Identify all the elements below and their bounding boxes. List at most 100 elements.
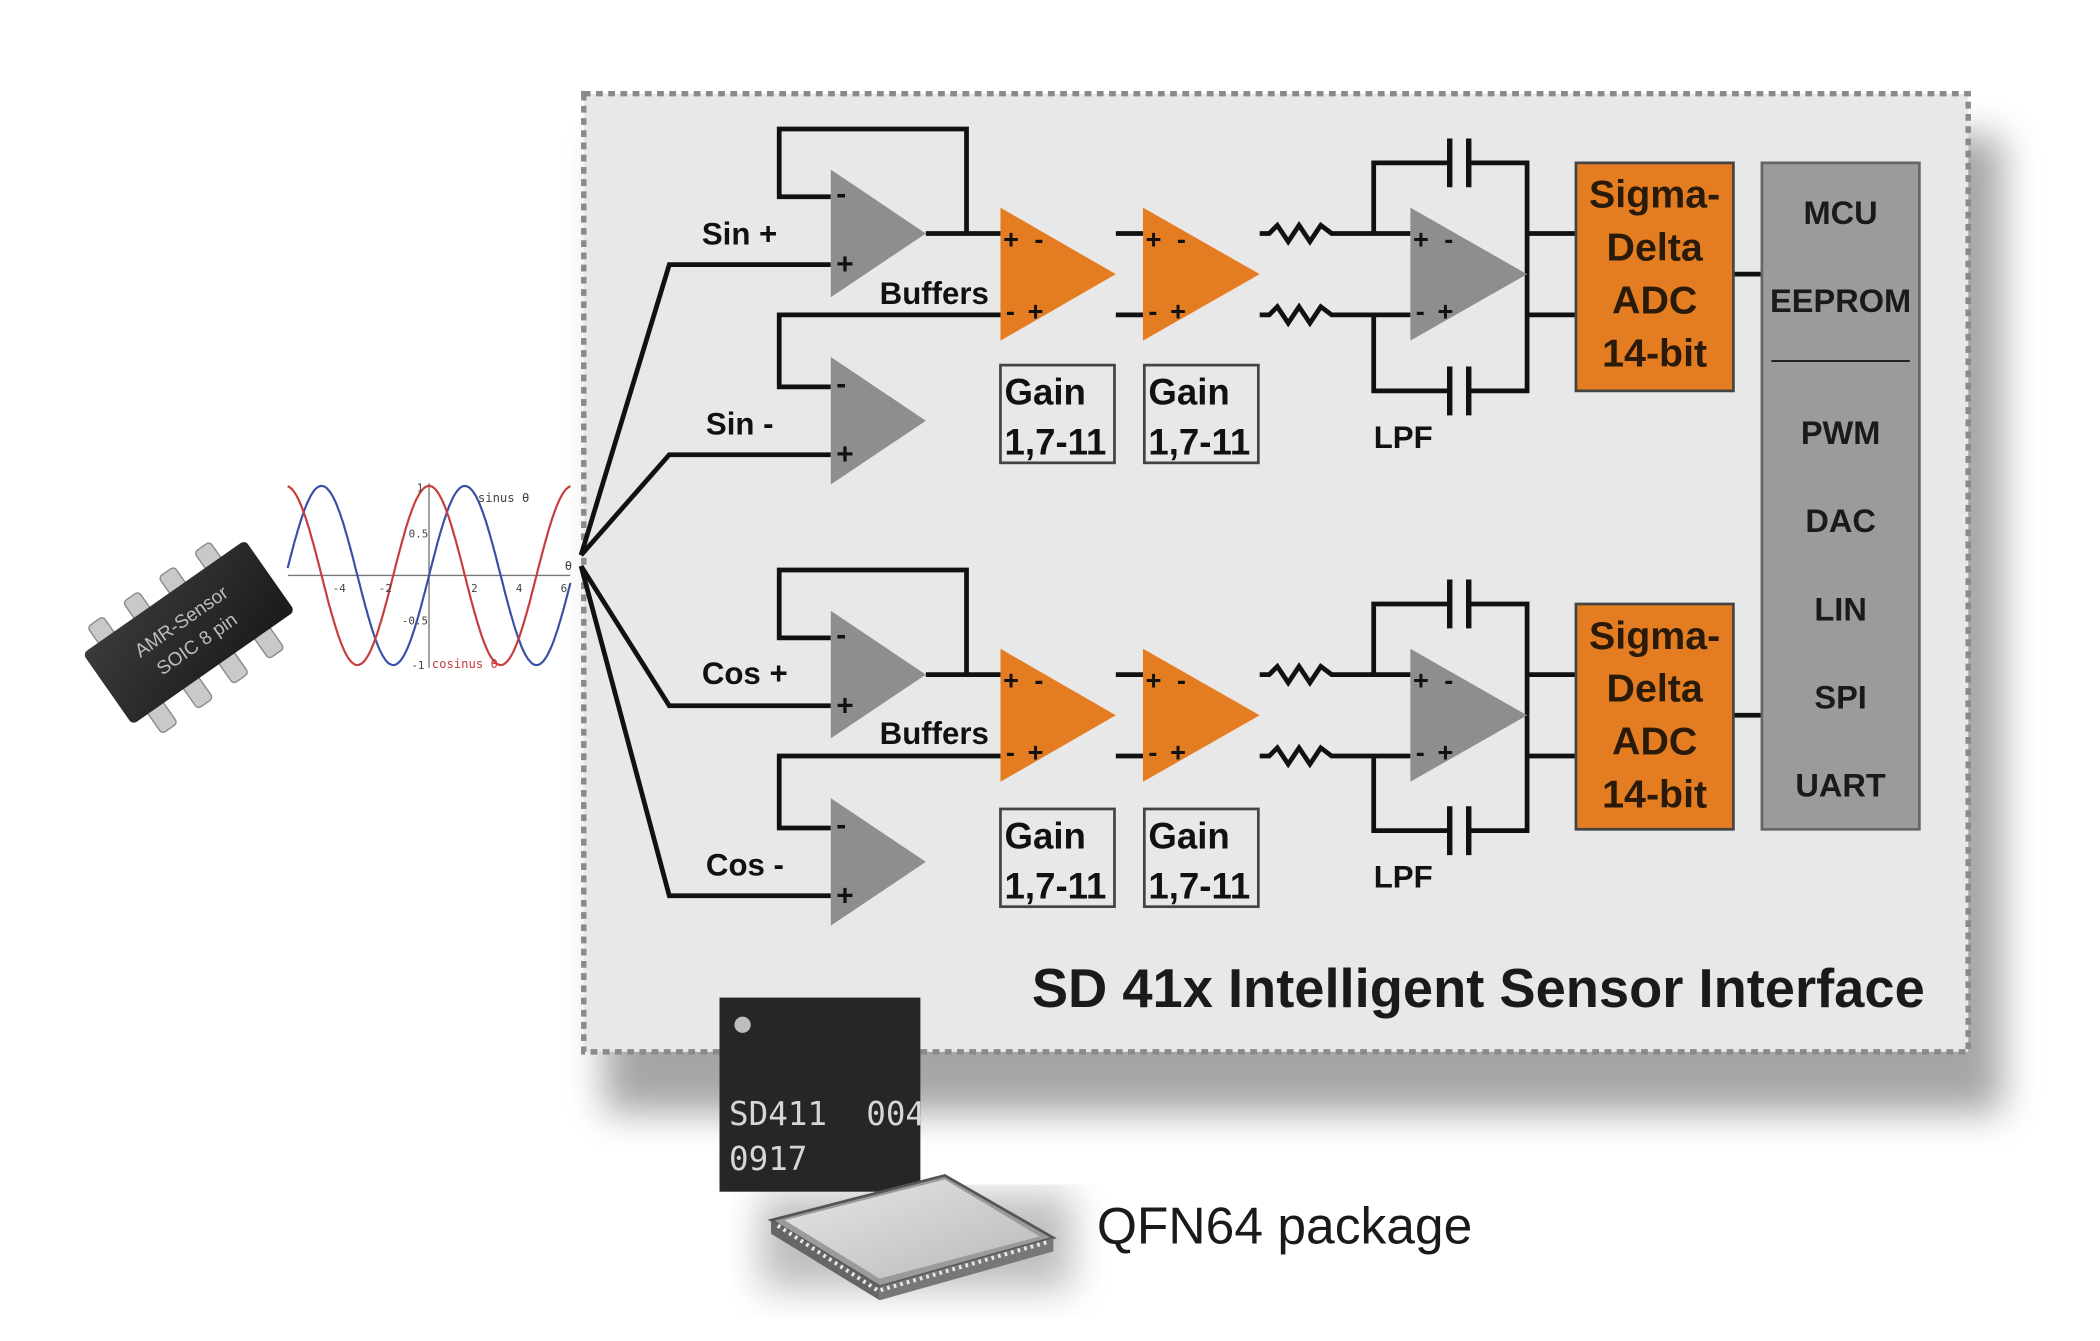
amp-plus-sign: + (1170, 736, 1186, 767)
amp-minus-sign: - (1416, 736, 1425, 767)
amp-plus-sign: + (1003, 665, 1019, 696)
wiring (578, 126, 1762, 899)
y-tick: -0.5 (402, 614, 428, 627)
x-tick: 6 (561, 582, 568, 595)
buffers-label: Buffers (880, 276, 989, 311)
amr-sensor-chip: AMR-Sensor SOIC 8 pin (84, 542, 293, 733)
input-label-cos-neg: Cos - (706, 847, 784, 882)
amp-plus-sign: + (836, 438, 853, 471)
qfn-ic-marking (719, 997, 921, 1192)
gain-box-2-cos (1142, 807, 1260, 909)
input-label-sin-neg: Sin - (706, 406, 774, 441)
input-label-cos-pos: Cos + (702, 656, 788, 691)
amp-plus-sign: + (1146, 665, 1162, 696)
buffer-amp-sin-neg (830, 356, 926, 485)
buffer-amp-sin-pos (830, 169, 926, 298)
amp-plus-sign: + (836, 689, 853, 722)
adc-line: Sigma- (1589, 614, 1720, 658)
x-tick: -2 (379, 582, 392, 595)
amp-plus-sign: + (1413, 223, 1429, 254)
amp-minus-sign: - (1034, 665, 1043, 696)
amp-plus-sign: + (1438, 736, 1454, 767)
gain-amp-1-sin (1000, 207, 1116, 341)
amp-plus-sign: + (1146, 223, 1162, 254)
mcu-item: SPI (1814, 680, 1867, 716)
mcu-item: UART (1795, 768, 1886, 804)
amp-minus-sign: - (1177, 665, 1186, 696)
cos-legend: cosinus θ (432, 657, 498, 671)
gain-box-1-sin (999, 363, 1116, 465)
gain-label: Gain (1005, 371, 1086, 412)
x-tick: 4 (516, 582, 523, 595)
amp-plus-sign: + (836, 248, 853, 281)
lpf-label: LPF (1374, 420, 1433, 455)
amp-plus-sign: + (1003, 223, 1019, 254)
sin-legend: sinus θ (478, 491, 529, 505)
gain-amp-2-cos (1142, 648, 1260, 782)
y-tick: -1 (411, 659, 424, 672)
amp-plus-sign: + (1028, 295, 1044, 326)
adc-line: ADC (1612, 279, 1697, 323)
gain-label: Gain (1148, 371, 1229, 412)
waveform-plot: sinus θ cosinus θ θ -4 -2 2 4 6 1 0.5 -0… (286, 481, 572, 672)
y-tick: 1 (417, 481, 424, 494)
amp-minus-sign: - (1444, 223, 1453, 254)
adc-line: Delta (1607, 667, 1704, 711)
gain-range: 1,7-11 (1005, 422, 1107, 463)
pin1-dot (734, 1016, 751, 1033)
gain-box-1-cos (999, 807, 1116, 909)
amp-minus-sign: - (1177, 223, 1186, 254)
mcu-block (1760, 161, 1921, 831)
gain-label: Gain (1005, 815, 1086, 856)
adc-line: 14-bit (1602, 331, 1707, 375)
amp-minus-sign: - (1444, 665, 1453, 696)
buffer-amp-cos-neg (830, 798, 926, 926)
amp-minus-sign: - (836, 809, 846, 842)
amp-minus-sign: - (1034, 223, 1043, 254)
adc-line: 14-bit (1602, 773, 1707, 817)
adc-line: Sigma- (1589, 173, 1720, 217)
mcu-item: MCU (1804, 195, 1878, 231)
lpf-amp-cos (1410, 648, 1528, 782)
lpf-label: LPF (1374, 860, 1433, 895)
gain-box-2-sin (1142, 363, 1260, 465)
gain-label: Gain (1148, 815, 1229, 856)
buffer-amp-cos-pos (830, 610, 926, 739)
adc-line: ADC (1612, 720, 1697, 764)
amp-minus-sign: - (1006, 736, 1015, 767)
theta-axis-label: θ (565, 559, 572, 573)
gain-range: 1,7-11 (1005, 866, 1107, 907)
mcu-item: PWM (1801, 415, 1881, 451)
buffers-label: Buffers (880, 716, 989, 751)
package-label: QFN64 package (1097, 1196, 1472, 1254)
amp-minus-sign: - (836, 368, 846, 401)
interface-panel (581, 90, 1971, 1055)
amp-minus-sign: - (1148, 295, 1157, 326)
amp-plus-sign: + (1413, 665, 1429, 696)
adc-line: Delta (1607, 226, 1704, 270)
amp-plus-sign: + (1438, 295, 1454, 326)
amp-minus-sign: - (836, 619, 846, 652)
amp-plus-sign: + (836, 879, 853, 912)
sin-wave (286, 484, 572, 667)
amp-plus-sign: + (1028, 736, 1044, 767)
gain-range: 1,7-11 (1148, 866, 1250, 907)
adc-block-sin (1574, 161, 1735, 393)
gain-amp-2-sin (1142, 207, 1260, 341)
amp-plus-sign: + (1170, 295, 1186, 326)
x-tick: -4 (333, 582, 347, 595)
amp-minus-sign: - (1416, 295, 1425, 326)
ic-marking-line1: SD411 004 (729, 1095, 925, 1133)
diagram-title: SD 41x Intelligent Sensor Interface (1032, 958, 1925, 1019)
mcu-item: EEPROM (1770, 283, 1911, 319)
qfn64-chip (767, 1173, 1057, 1301)
mcu-item: LIN (1814, 591, 1866, 627)
adc-block-cos (1574, 602, 1735, 831)
gain-amp-1-cos (1000, 648, 1116, 782)
x-tick: 2 (471, 582, 478, 595)
lpf-amp-sin (1410, 207, 1528, 341)
ic-marking-line2: 0917 (729, 1140, 807, 1178)
input-label-sin-pos: Sin + (702, 216, 777, 251)
cos-wave (287, 484, 571, 667)
